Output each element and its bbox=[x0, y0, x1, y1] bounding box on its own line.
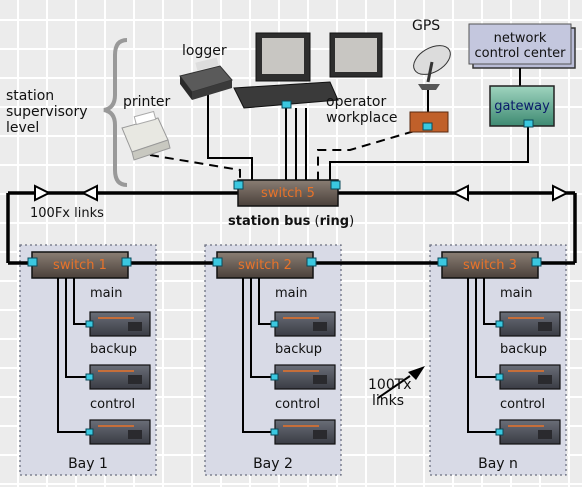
ied-link bbox=[57, 278, 90, 433]
ied-port bbox=[270, 428, 279, 436]
switch-5 bbox=[233, 179, 341, 207]
level-label-line-2: supervisory bbox=[6, 104, 88, 120]
ied-link bbox=[467, 278, 500, 433]
ied-link bbox=[73, 278, 90, 325]
ied-port bbox=[270, 373, 279, 381]
tx-links-label-line-1: 100Tx bbox=[368, 377, 412, 393]
ied-label: control bbox=[90, 397, 135, 412]
ied-display bbox=[538, 322, 552, 331]
bay-n-label: Bay n bbox=[478, 456, 518, 472]
ied-display bbox=[313, 375, 327, 384]
ied-link bbox=[250, 278, 275, 378]
gps-receiver bbox=[409, 111, 449, 133]
station-bus-ring: ring bbox=[320, 214, 349, 229]
tx-links-label-line-2: links bbox=[372, 393, 404, 409]
switch-2 bbox=[212, 251, 317, 279]
gps-icon bbox=[413, 45, 451, 90]
ied-label: main bbox=[500, 286, 532, 301]
ied-display bbox=[128, 430, 142, 439]
ied-port bbox=[495, 373, 504, 381]
station-bus-label: station bus (ring) bbox=[228, 214, 354, 229]
ied-port bbox=[85, 320, 94, 328]
ncc-label-line-1: network bbox=[494, 31, 547, 46]
tx-links-arrow bbox=[377, 366, 425, 399]
bay-2-label: Bay 2 bbox=[253, 456, 293, 472]
ied-display bbox=[313, 430, 327, 439]
ied-display bbox=[538, 375, 552, 384]
switch-3 bbox=[437, 251, 542, 279]
level-label-line-1: station bbox=[6, 88, 54, 104]
gateway-box bbox=[489, 85, 555, 128]
network-control-center-box bbox=[468, 23, 576, 69]
ied-link bbox=[242, 278, 275, 433]
gateway-label: gateway bbox=[494, 99, 550, 114]
ied-display bbox=[128, 375, 142, 384]
ied-label: control bbox=[275, 397, 320, 412]
switch-2-label: switch 2 bbox=[238, 258, 292, 273]
switch-1 bbox=[27, 251, 132, 279]
brace bbox=[103, 38, 128, 187]
ncc-label-line-2: control center bbox=[474, 46, 566, 61]
printer-icon bbox=[121, 110, 171, 161]
ied-port bbox=[85, 373, 94, 381]
station-bus-bold: station bus bbox=[228, 214, 311, 229]
ied-link bbox=[65, 278, 90, 378]
fx-links-label: 100Fx links bbox=[30, 206, 104, 221]
operator-label-line-2: workplace bbox=[326, 110, 398, 126]
ied-display bbox=[128, 322, 142, 331]
station-bus-paren-open: ( bbox=[310, 214, 319, 229]
switch-5-label: switch 5 bbox=[261, 186, 315, 201]
bay-wiring: main backup control main backup control main ba… bbox=[57, 278, 561, 445]
gps-label: GPS bbox=[412, 18, 440, 34]
fx-link-arrows bbox=[34, 184, 570, 202]
switch-3-label: switch 3 bbox=[463, 258, 517, 273]
ied-label: control bbox=[500, 397, 545, 412]
ied-label: backup bbox=[90, 342, 137, 357]
logger-icon bbox=[179, 57, 233, 100]
logger-label: logger bbox=[182, 43, 227, 59]
ied-port bbox=[495, 320, 504, 328]
ied-display bbox=[538, 430, 552, 439]
ied-link bbox=[475, 278, 500, 378]
bay-1-label: Bay 1 bbox=[68, 456, 108, 472]
operator-label-line-1: operator bbox=[326, 94, 386, 110]
ied-port bbox=[270, 320, 279, 328]
ied-port bbox=[85, 428, 94, 436]
ied-link bbox=[258, 278, 275, 325]
level-label-line-3: level bbox=[6, 120, 39, 136]
ied-label: main bbox=[275, 286, 307, 301]
ied-display bbox=[313, 322, 327, 331]
device-links bbox=[149, 88, 529, 182]
station-bus-paren-close: ) bbox=[349, 214, 354, 229]
ied-label: main bbox=[90, 286, 122, 301]
ied-port bbox=[495, 428, 504, 436]
switch-1-label: switch 1 bbox=[53, 258, 107, 273]
ied-label: backup bbox=[275, 342, 322, 357]
operator-workplace-icon bbox=[233, 32, 383, 109]
ied-link bbox=[483, 278, 500, 325]
printer-label: printer bbox=[123, 94, 171, 110]
ied-label: backup bbox=[500, 342, 547, 357]
